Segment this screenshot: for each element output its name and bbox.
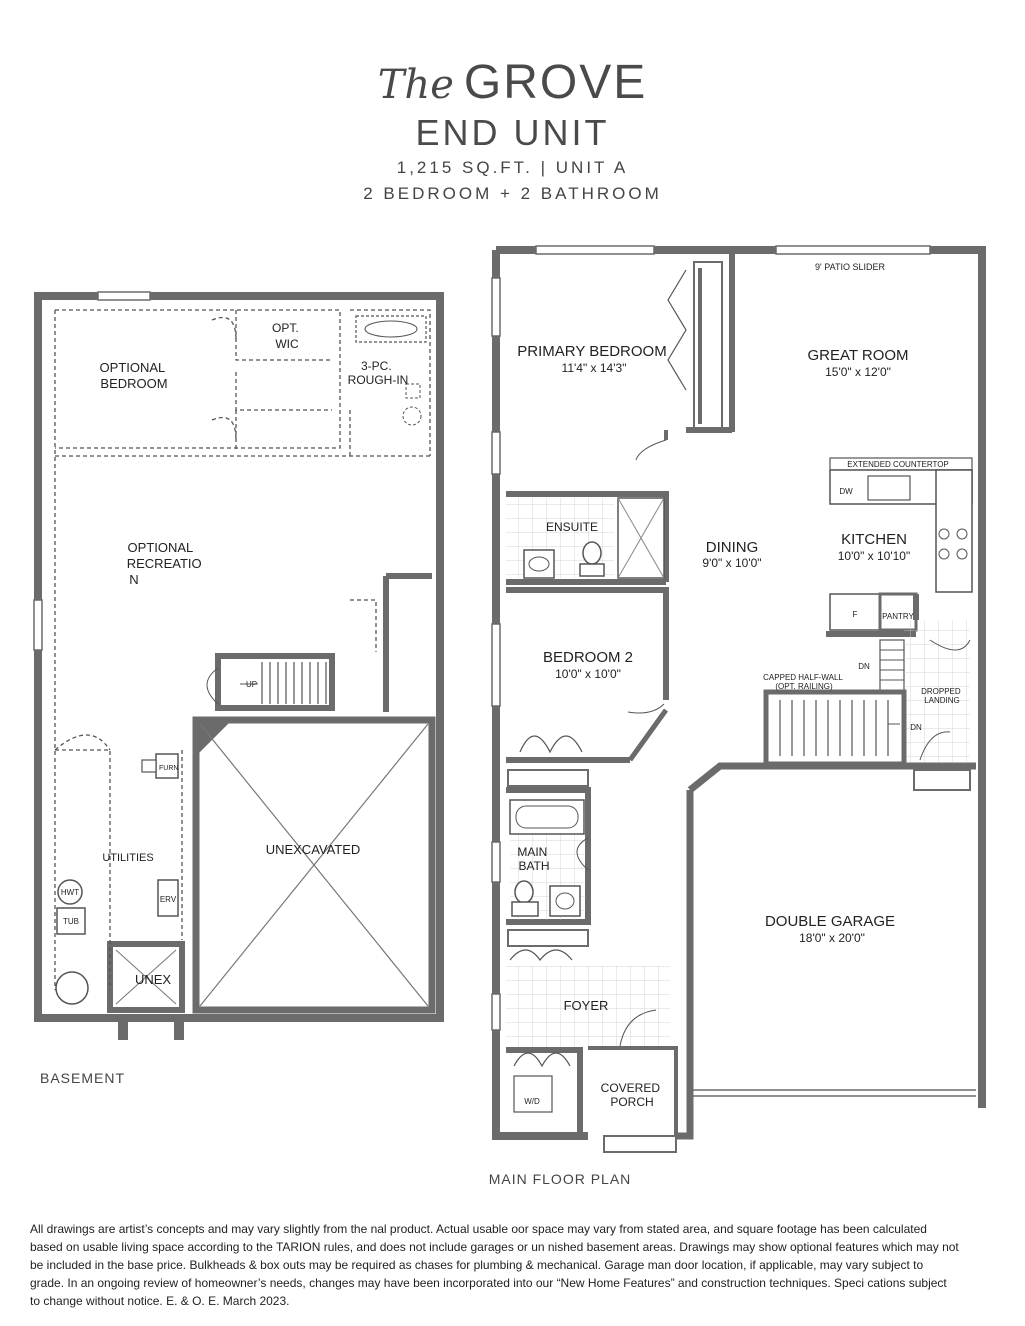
- erv-label: ERV: [160, 895, 177, 904]
- optional-recreation-label: OPTIONAL RECREATIO N: [127, 540, 206, 587]
- unexcavated-label: UNEXCAVATED: [266, 842, 361, 857]
- kitchen-size: 10'0" x 10'10": [838, 549, 911, 563]
- floor-plan-drawing: OPT. WIC OPTIONAL BEDROOM 3-PC. ROUGH-IN…: [33, 245, 986, 1187]
- main-floor-plan: 9' PATIO SLIDER PRIMARY BEDROOM 11'4" x …: [489, 245, 986, 1187]
- up-label: UP: [246, 680, 257, 689]
- dn-label-upper: DN: [858, 662, 870, 671]
- plan-subtitle: END UNIT: [415, 112, 610, 153]
- bedroom-2-label: BEDROOM 2: [543, 649, 633, 666]
- area-unit-line: 1,215 SQ.FT. | UNIT A: [396, 158, 629, 177]
- great-room-size: 15'0" x 12'0": [825, 365, 891, 379]
- primary-bedroom-size: 11'4" x 14'3": [562, 361, 627, 375]
- main-bath-label: MAIN BATH: [517, 845, 550, 873]
- dining-label: DINING: [706, 539, 759, 556]
- basement-plan: OPT. WIC OPTIONAL BEDROOM 3-PC. ROUGH-IN…: [33, 291, 444, 1086]
- disclaimer-line: based on usable living space according t…: [30, 1240, 959, 1254]
- washer-dryer-label: W/D: [524, 1097, 540, 1106]
- main-floor-caption: MAIN FLOOR PLAN: [489, 1171, 632, 1187]
- dn-label-lower: DN: [910, 723, 922, 732]
- dropped-landing-label: DROPPED LANDING: [921, 687, 963, 705]
- double-garage-label: DOUBLE GARAGE: [765, 913, 895, 930]
- legal-disclaimer: All drawings are artist’s concepts and m…: [30, 1220, 970, 1310]
- bed-bath-line: 2 BEDROOM + 2 BATHROOM: [363, 184, 662, 203]
- disclaimer-line: grade. In an ongoing review of homeowner…: [30, 1276, 947, 1290]
- disclaimer-line: to change without notice. E. & O. E. Mar…: [30, 1294, 290, 1308]
- disclaimer-line: All drawings are artist’s concepts and m…: [30, 1222, 927, 1236]
- fridge-label: F: [853, 610, 858, 619]
- patio-slider-label: 9' PATIO SLIDER: [815, 262, 885, 272]
- foyer-label: FOYER: [564, 998, 609, 1013]
- furn-label: FURN: [159, 765, 178, 772]
- disclaimer-line: be included in the base price. Bulkheads…: [30, 1258, 924, 1272]
- extended-countertop-label: EXTENDED COUNTERTOP: [847, 460, 949, 469]
- kitchen-label: KITCHEN: [841, 531, 907, 548]
- great-room-label: GREAT ROOM: [807, 347, 908, 364]
- unex-label: UNEX: [135, 972, 171, 987]
- tub-label: TUB: [63, 917, 79, 926]
- hwt-label: HWT: [61, 888, 79, 897]
- capped-half-wall-label: CAPPED HALF-WALL (OPT. RAILING): [763, 673, 845, 691]
- ensuite-label: ENSUITE: [546, 520, 598, 534]
- dw-label: DW: [839, 487, 853, 496]
- opt-wic-label: OPT. WIC: [272, 321, 302, 351]
- rough-in-label: 3-PC. ROUGH-IN: [348, 359, 409, 387]
- title-name: GROVE: [463, 56, 648, 109]
- primary-bedroom-label: PRIMARY BEDROOM: [517, 343, 666, 360]
- pantry-label: PANTRY: [882, 612, 914, 621]
- covered-porch-label: COVERED PORCH: [601, 1081, 664, 1109]
- bedroom-2-size: 10'0" x 10'0": [555, 667, 621, 681]
- optional-bedroom-label: OPTIONAL BEDROOM: [100, 360, 169, 391]
- utilities-label: UTILITIES: [102, 852, 153, 864]
- basement-caption: BASEMENT: [40, 1070, 125, 1086]
- double-garage-size: 18'0" x 20'0": [799, 931, 865, 945]
- title-prefix: The: [377, 62, 454, 108]
- dining-size: 9'0" x 10'0": [702, 556, 761, 570]
